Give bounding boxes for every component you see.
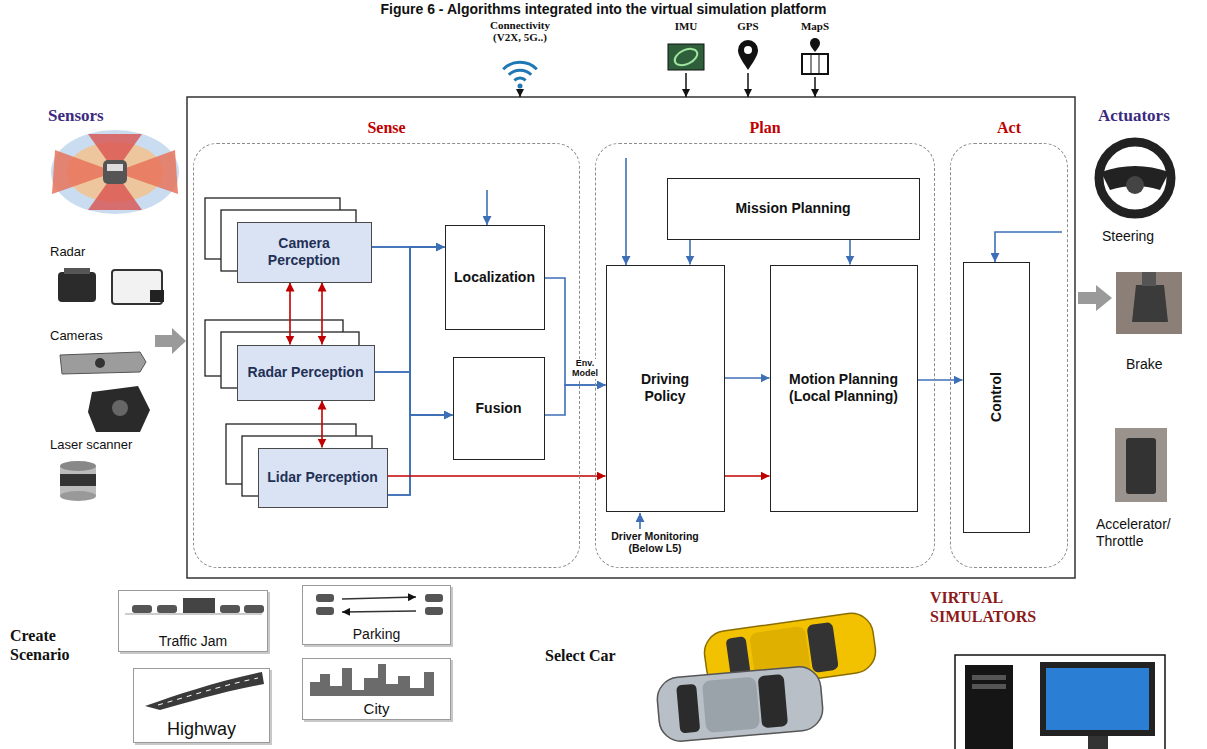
box-label: Motion Planning (Local Planning): [779, 371, 909, 405]
process-box: Driving Policy: [606, 265, 725, 512]
highway-icon: [145, 672, 264, 710]
accelerator-pedal-icon: [1115, 428, 1167, 502]
input-label: Driver Monitoring (Below L5): [600, 531, 710, 554]
parking-icon: [316, 594, 443, 615]
sensor-label: Laser scanner: [50, 437, 170, 452]
connector-arrow: [545, 385, 606, 415]
car-icon: [656, 665, 825, 743]
perception-box: Lidar Perception: [258, 448, 388, 508]
actuator-label: Steering: [1102, 228, 1192, 245]
process-box: Mission Planning: [667, 178, 920, 240]
section-label: Create Scenario: [10, 626, 110, 664]
connector-arrow: [388, 415, 453, 495]
sense-region: SenseCamera PerceptionRadar PerceptionLi…: [193, 143, 580, 568]
input-label: IMU: [668, 20, 704, 32]
box-label: Control: [988, 372, 1004, 422]
lidar-icon: [60, 461, 96, 501]
tile-label: City: [364, 700, 390, 717]
computer-icon: [955, 655, 1165, 749]
city-icon: [310, 664, 434, 696]
box-label: Fusion: [476, 400, 522, 417]
map-icon: [802, 38, 828, 74]
connector-arrow: [918, 379, 963, 381]
group-heading: Actuators: [1098, 106, 1203, 126]
box-label: Radar Perception: [248, 364, 364, 381]
act-region: ActControl: [950, 143, 1068, 568]
brake-pedal-icon: [1116, 272, 1182, 334]
box-label: Driving Policy: [625, 371, 706, 405]
scenario-tile: Traffic Jam: [118, 590, 268, 652]
perception-box: Camera Perception: [237, 222, 372, 283]
tile-label: Parking: [353, 626, 400, 642]
box-label: Lidar Perception: [267, 469, 377, 486]
radar-sensor-icon: [58, 268, 164, 304]
gps-icon: [738, 40, 758, 70]
connector-arrow: [689, 240, 691, 265]
process-box: Fusion: [453, 357, 545, 460]
tile-label: Highway: [167, 719, 236, 740]
scenario-tile: Highway: [133, 668, 270, 743]
scenario-tile: City: [302, 658, 451, 720]
connector-arrow: [375, 372, 453, 415]
camera-icon: [60, 352, 150, 432]
connector-arrow: [388, 247, 445, 495]
box-label: Mission Planning: [735, 200, 850, 217]
actuator-label: Accelerator/ Throttle: [1096, 516, 1204, 550]
group-heading: Sensors: [48, 106, 158, 126]
box-label: Localization: [454, 269, 535, 286]
scenario-tile: Parking: [302, 585, 451, 645]
connector-arrow: [849, 240, 851, 265]
plan-region: PlanMission PlanningDriving PolicyMotion…: [595, 143, 935, 568]
process-box: Motion Planning (Local Planning): [770, 265, 918, 512]
edge-label: Env. Model: [568, 359, 602, 379]
control-box: Control: [963, 262, 1030, 533]
connector-arrow: [725, 377, 770, 379]
input-label: MapS: [795, 20, 835, 32]
sensor-label: Cameras: [50, 328, 150, 343]
input-label: GPS: [730, 20, 766, 32]
connector-arrow: [725, 475, 770, 477]
region-heading: Sense: [194, 119, 579, 137]
input-label: Connectivity (V2X, 5G..): [480, 19, 560, 43]
input-arrow: [155, 328, 186, 354]
output-arrow: [1078, 285, 1112, 311]
connector-arrow: [289, 283, 291, 345]
sensor-label: Radar: [50, 244, 150, 259]
region-heading: Plan: [596, 119, 934, 137]
section-label: Select Car: [545, 646, 655, 665]
connector-arrow: [321, 283, 323, 345]
traffic-jam-icon: [125, 598, 264, 614]
connector-arrow: [545, 278, 606, 385]
region-heading: Act: [951, 119, 1067, 137]
system-frame: [187, 97, 1075, 578]
wifi-icon: [503, 62, 537, 88]
connector-arrow: [388, 475, 606, 477]
tile-label: Traffic Jam: [159, 633, 227, 649]
section-label: VIRTUAL SIMULATORS: [930, 588, 1070, 626]
connector-arrow: [372, 247, 453, 415]
process-box: Localization: [445, 225, 545, 330]
actuator-label: Brake: [1126, 356, 1196, 373]
perception-box: Radar Perception: [237, 345, 375, 401]
radar-coverage-icon: [51, 130, 179, 214]
steering-wheel-icon: [1099, 142, 1171, 214]
connector-arrow: [321, 401, 323, 448]
input-line: [520, 73, 815, 97]
imu-icon: [668, 44, 704, 70]
figure-title: Figure 6 - Algorithms integrated into th…: [0, 1, 1207, 17]
box-label: Camera Perception: [246, 235, 363, 269]
